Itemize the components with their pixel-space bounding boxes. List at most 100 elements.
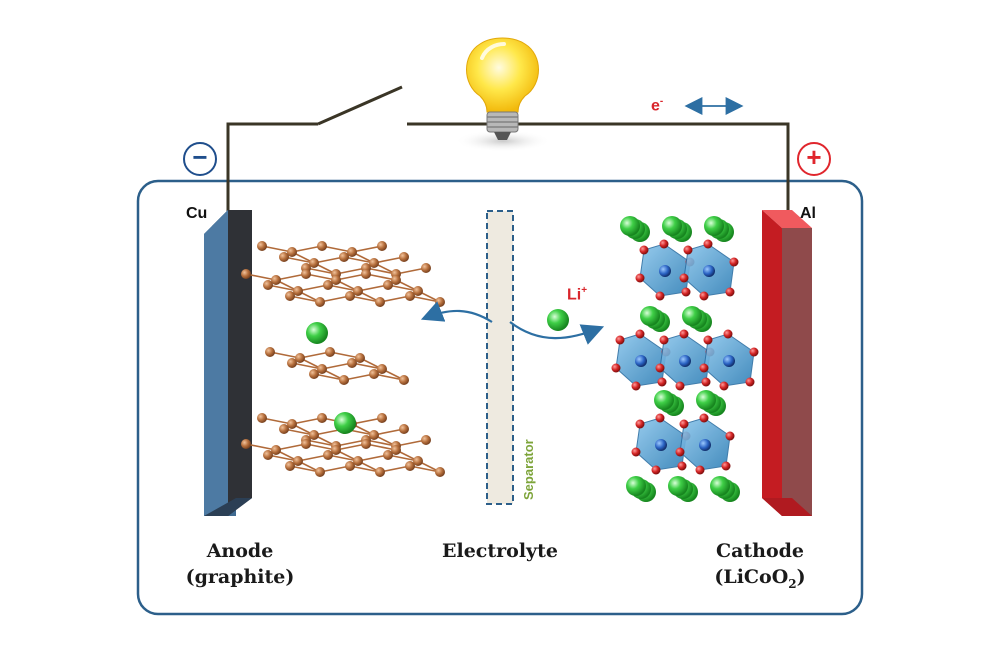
oxygen-atom — [703, 239, 713, 249]
carbon-atom — [339, 375, 349, 385]
oxygen-atom — [675, 381, 685, 391]
al-label: Al — [800, 205, 816, 222]
cu-label: Cu — [186, 205, 208, 222]
carbon-atom — [293, 286, 303, 296]
oxygen-atom — [701, 377, 711, 387]
carbon-atom — [413, 456, 423, 466]
carbon-atom — [399, 375, 409, 385]
oxygen-atom — [651, 465, 661, 475]
carbon-atom — [265, 347, 275, 357]
carbon-atom — [287, 358, 297, 368]
carbon-atom — [361, 439, 371, 449]
oxygen-atom — [631, 381, 641, 391]
li-ion — [704, 216, 724, 236]
li-ion — [662, 216, 682, 236]
anode-label-line1: Anode — [206, 540, 274, 562]
carbon-atom — [331, 445, 341, 455]
li-ion — [654, 390, 674, 410]
oxygen-atom — [655, 363, 665, 373]
carbon-atom — [405, 461, 415, 471]
cobalt-atom — [699, 439, 711, 451]
oxygen-atom — [721, 461, 731, 471]
carbon-atom — [309, 369, 319, 379]
carbon-atom — [285, 461, 295, 471]
ion-flow-arrow-right — [509, 321, 605, 345]
cobalt-atom — [655, 439, 667, 451]
oxygen-atom — [703, 335, 713, 345]
carbon-atom — [377, 413, 387, 423]
carbon-atom — [421, 435, 431, 445]
carbon-atom — [325, 347, 335, 357]
carbon-atom — [345, 461, 355, 471]
carbon-atom — [263, 280, 273, 290]
carbon-atom — [285, 291, 295, 301]
cathode-label-line2: (LiCoO2) — [714, 566, 806, 591]
electron-label: e- — [651, 96, 664, 115]
carbon-atom — [435, 467, 445, 477]
oxygen-atom — [611, 363, 621, 373]
carbon-atom — [279, 252, 289, 262]
oxygen-atom — [635, 419, 645, 429]
cobalt-atom — [635, 355, 647, 367]
oxygen-atom — [677, 461, 687, 471]
graphite-sheet — [241, 439, 445, 477]
oxygen-atom — [699, 363, 709, 373]
li-ion — [626, 476, 646, 496]
separator — [486, 210, 514, 505]
oxygen-atom — [749, 347, 759, 357]
carbon-atom — [369, 369, 379, 379]
anode-plate — [204, 210, 252, 516]
carbon-atom — [331, 275, 341, 285]
carbon-atom — [383, 450, 393, 460]
graphite-sheet — [265, 347, 409, 385]
oxygen-atom — [695, 465, 705, 475]
carbon-atom — [263, 450, 273, 460]
carbon-atom — [391, 275, 401, 285]
carbon-atom — [413, 286, 423, 296]
li-ion-electrolyte — [547, 309, 569, 331]
oxygen-atom — [659, 239, 669, 249]
oxygen-atom — [635, 273, 645, 283]
graphite-sheet — [241, 269, 445, 307]
carbon-atom — [399, 424, 409, 434]
oxygen-atom — [745, 377, 755, 387]
li-ion — [640, 306, 660, 326]
cathode-label-line1: Cathode — [715, 540, 805, 562]
oxygen-atom — [639, 245, 649, 255]
oxygen-atom — [681, 287, 691, 297]
carbon-atom — [271, 445, 281, 455]
carbon-atom — [339, 252, 349, 262]
licoo2-crystal — [611, 216, 759, 502]
carbon-atom — [287, 247, 297, 257]
carbon-atom — [317, 364, 327, 374]
oxygen-atom — [683, 245, 693, 255]
graphite-layers — [241, 241, 445, 477]
li-ion — [682, 306, 702, 326]
carbon-atom — [347, 358, 357, 368]
carbon-atom — [271, 275, 281, 285]
carbon-atom — [301, 269, 311, 279]
li-ion — [620, 216, 640, 236]
oxygen-atom — [699, 291, 709, 301]
carbon-atom — [383, 280, 393, 290]
oxygen-atom — [657, 377, 667, 387]
electrolyte-label: Electrolyte — [442, 540, 558, 562]
oxygen-atom — [725, 431, 735, 441]
carbon-atom — [361, 269, 371, 279]
carbon-atom — [347, 247, 357, 257]
oxygen-atom — [679, 419, 689, 429]
li-ion — [668, 476, 688, 496]
cathode-label: Cathode (LiCoO2) — [690, 538, 830, 597]
light-bulb-icon — [455, 37, 551, 152]
carbon-atom — [257, 413, 267, 423]
oxygen-atom — [635, 329, 645, 339]
oxygen-atom — [675, 447, 685, 457]
carbon-atom — [345, 291, 355, 301]
external-circuit — [226, 85, 790, 213]
oxygen-atom — [729, 257, 739, 267]
oxygen-atom — [655, 291, 665, 301]
carbon-atom — [391, 445, 401, 455]
anode-label: Anode (graphite) — [170, 538, 310, 590]
cathode-plate — [762, 210, 812, 516]
